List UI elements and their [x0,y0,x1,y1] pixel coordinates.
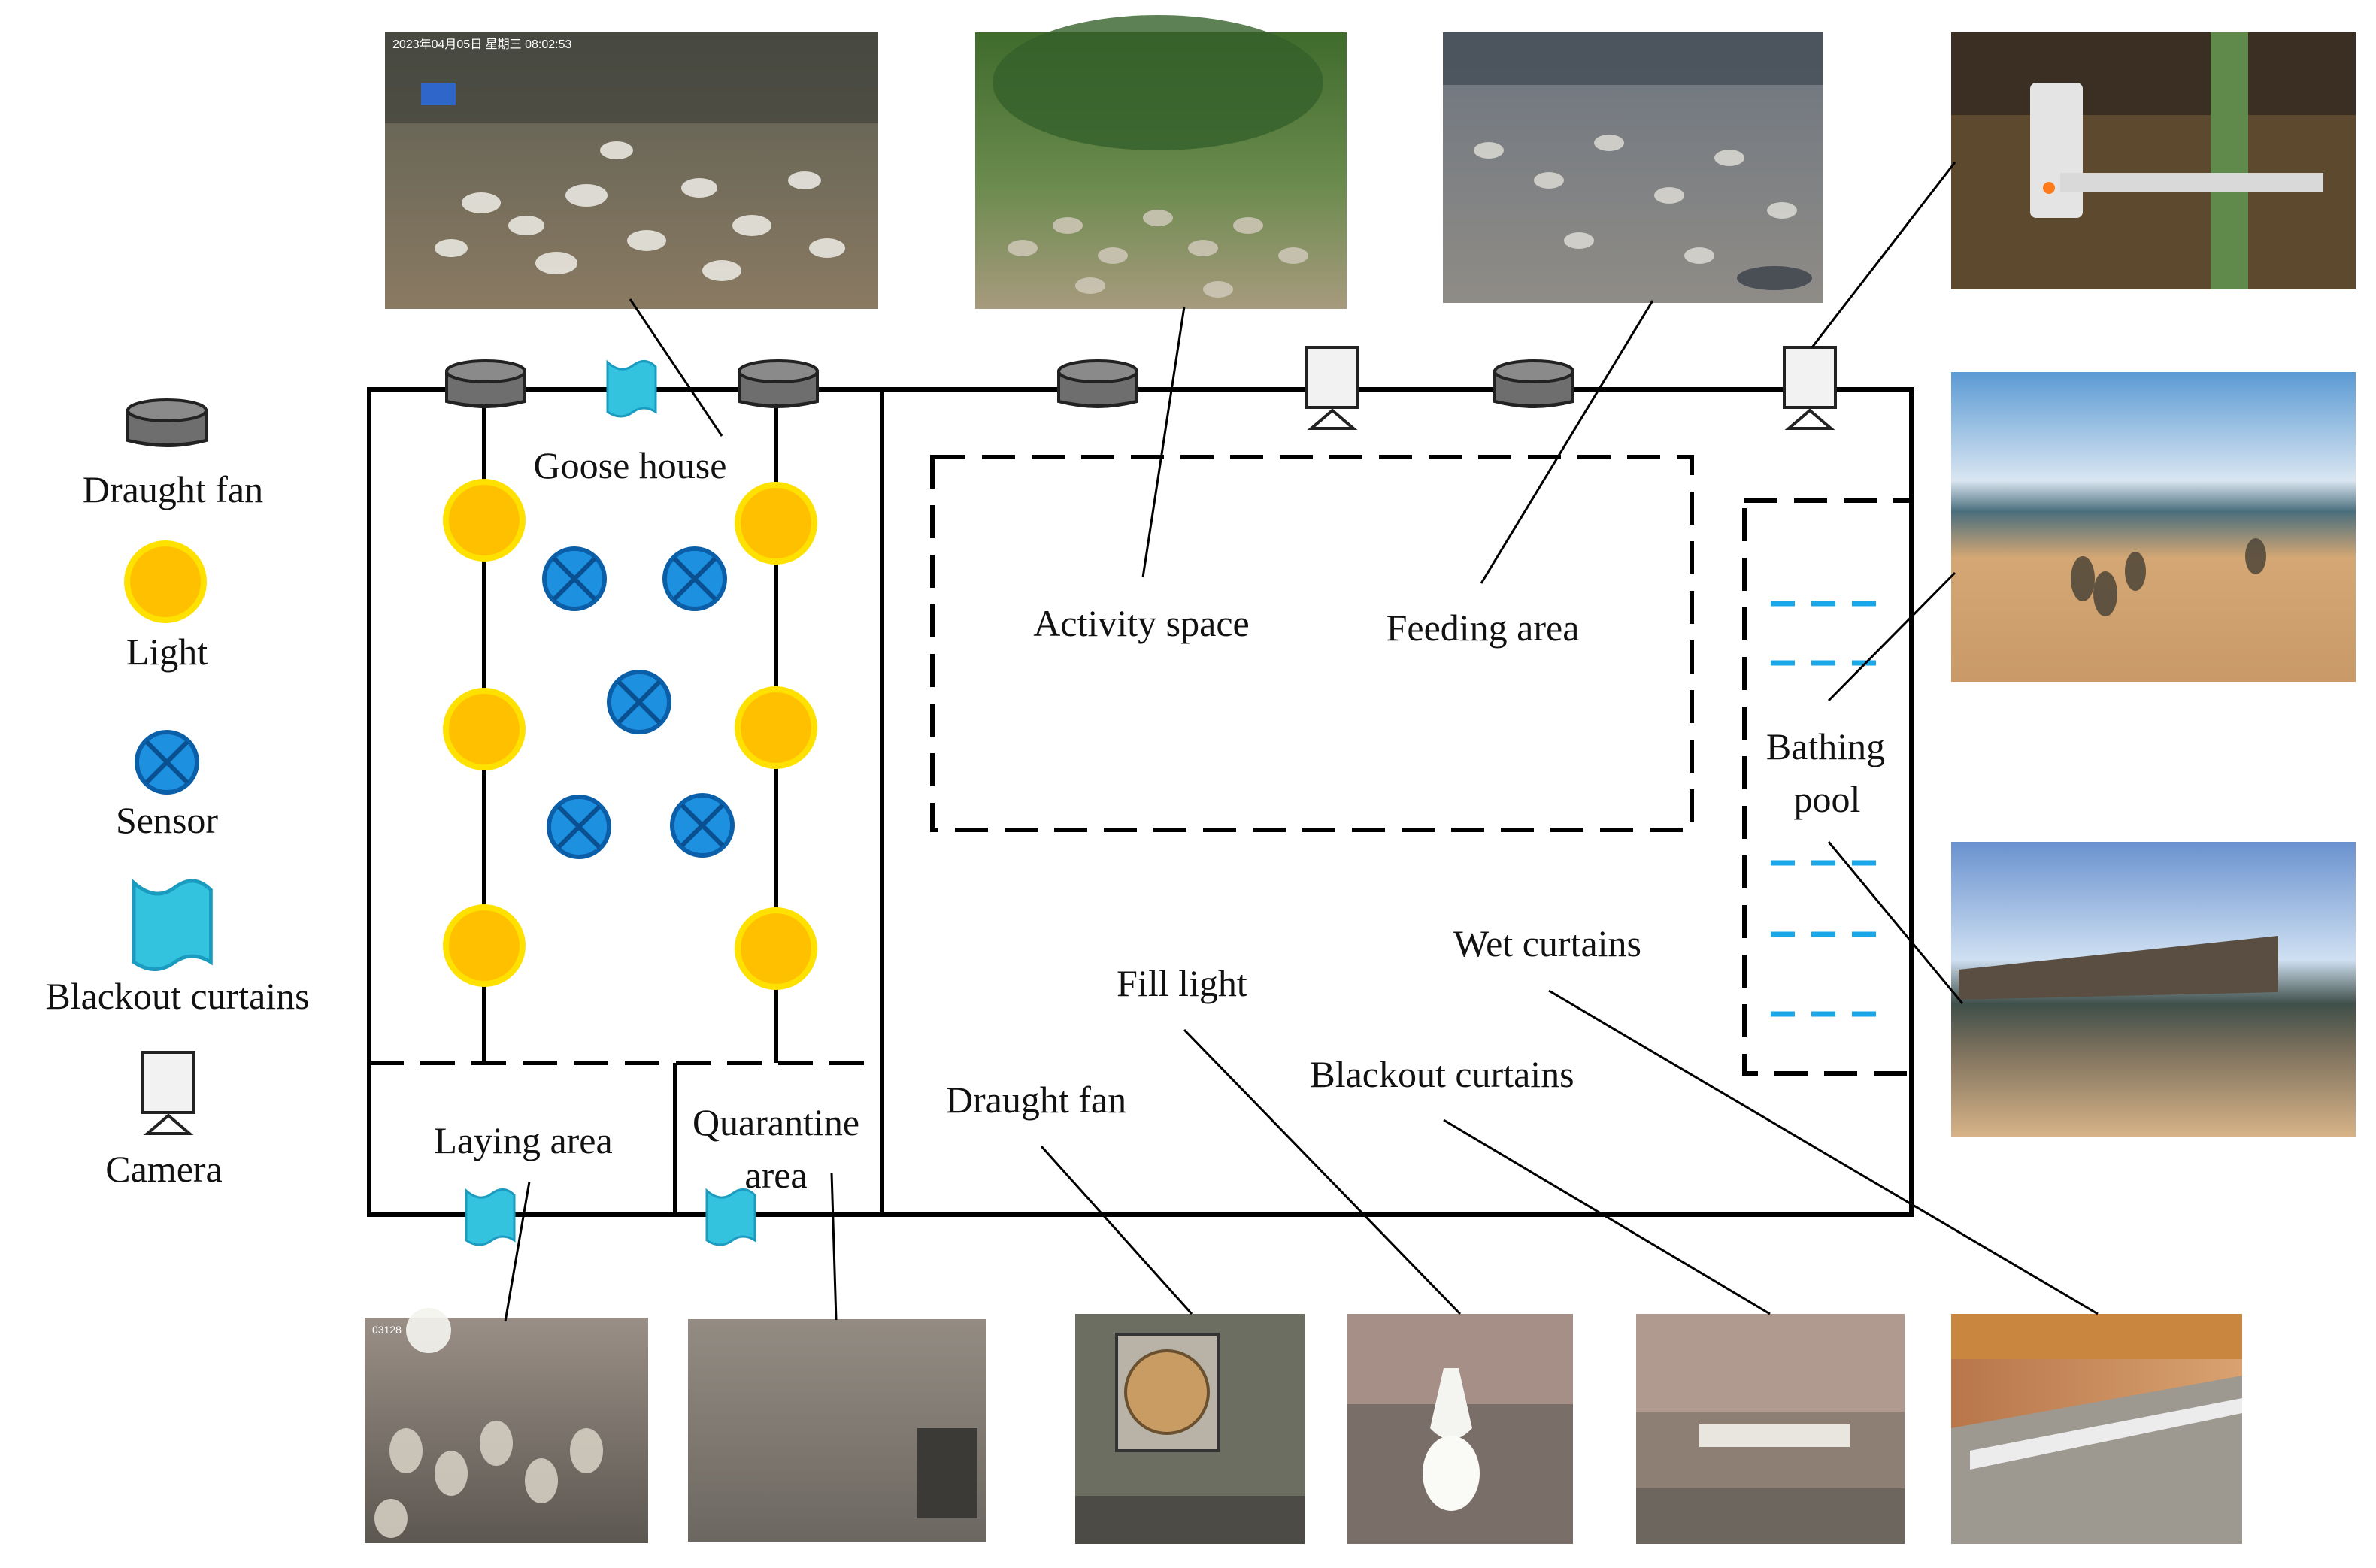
label-wet-curtains: Wet curtains [1453,922,1641,964]
draught-fan-icon [1057,359,1138,408]
label-bathing-pool-line1: Bathing [1766,725,1885,767]
photo-quarantine-area [688,1319,986,1542]
photo-bathing-pool-2 [1951,842,2356,1137]
camera-icon [1783,346,1837,430]
legend-draught-fan-label: Draught fan [83,468,263,510]
leader-lines [504,162,2099,1322]
sensor-icon [549,797,609,857]
sensor-icon [672,795,732,855]
legend-blackout-curtain-icon [134,881,211,970]
label-fill-light: Fill light [1117,962,1247,1004]
blackout-curtain-icon [465,1188,516,1246]
camera-icon [1305,346,1359,430]
label-bathing-pool-line2: pool [1794,778,1861,820]
photo-activity-space [975,15,1347,309]
photo-camera [1951,32,2356,289]
sensor-icon [665,549,725,609]
light-icon [738,485,814,562]
label-activity-space: Activity space [1033,602,1249,644]
floor-plan [367,387,1914,1217]
light-icon [738,689,814,766]
label-laying-area: Laying area [434,1119,612,1161]
photo-laying-area: 03128 [365,1308,648,1543]
photo-goose-house: 2023年04月05日 星期三 08:02:53 [385,32,878,309]
photo-draught-fan [1075,1314,1305,1544]
blackout-curtain-icon [705,1188,756,1246]
legend-light-label: Light [126,631,208,673]
bathing-pool-zone [1742,498,1914,1076]
label-feeding-area: Feeding area [1387,607,1580,649]
legend-light-icon [127,543,204,620]
activity-feeding-zone [930,455,1694,832]
light-icon [738,910,814,987]
light-icon [446,482,523,558]
blackout-curtain-icon [606,359,657,418]
photo-fill-light [1347,1314,1573,1544]
label-goose-house: Goose house [534,444,727,486]
photo-camera-id: 03128 [372,1324,402,1336]
sensor-icon [544,549,605,609]
draught-fan-icon [738,359,819,408]
sensor-icon [609,672,669,732]
legend-draught-fan-icon [126,398,208,447]
legend-camera-label: Camera [105,1148,222,1190]
label-quarantine-area-line1: Quarantine [692,1101,859,1143]
photo-wet-curtains [1951,1314,2242,1544]
light-icon [446,907,523,984]
photo-timestamp: 2023年04月05日 星期三 08:02:53 [392,38,571,51]
photo-feeding-area [1443,32,1823,303]
legend-sensor-icon [137,732,197,792]
photo-blackout-curtains [1636,1314,1905,1544]
pool-water-lines [1771,601,1887,1017]
legend-blackout-curtains-label: Blackout curtains [45,975,309,1017]
draught-fan-icon [1493,359,1574,408]
label-quarantine-area-line2: area [744,1154,807,1196]
photo-bathing-pool-1 [1951,372,2356,682]
light-icon [446,691,523,767]
label-draught-fan: Draught fan [946,1079,1126,1121]
draught-fan-icon [445,359,526,408]
legend-camera-icon [141,1051,195,1135]
legend-sensor-label: Sensor [116,799,218,841]
legend: Draught fan Light Sensor Blackout curtai… [45,398,310,1190]
label-blackout-curtains: Blackout curtains [1310,1053,1574,1095]
